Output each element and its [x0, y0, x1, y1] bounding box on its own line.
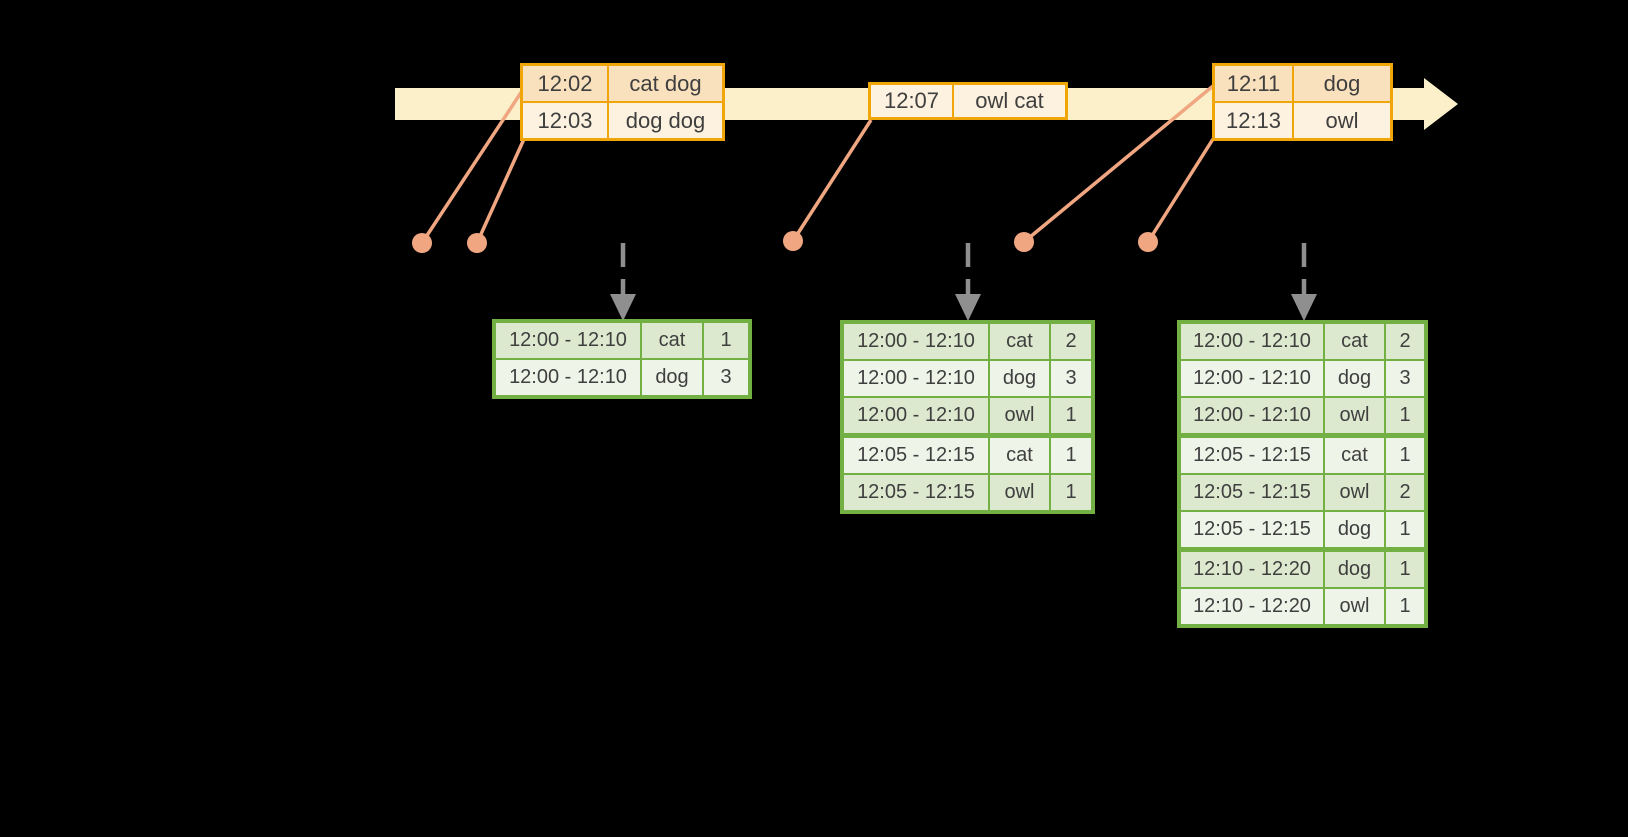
event-time-cell: 12:11	[1215, 66, 1292, 101]
count-cell: 3	[1051, 361, 1091, 396]
window-cell: 12:10 - 12:20	[1181, 552, 1323, 587]
word-cell: cat	[990, 324, 1049, 359]
window-cell: 12:00 - 12:10	[844, 398, 988, 433]
trigger-arrowhead-icon	[610, 294, 636, 321]
count-cell: 1	[1386, 398, 1424, 433]
event-time-cell: 12:07	[871, 85, 952, 117]
count-cell: 1	[1051, 398, 1091, 433]
word-cell: owl	[1325, 589, 1384, 624]
event-time-cell: 12:03	[523, 103, 607, 138]
event-words-cell: dog	[1294, 66, 1390, 101]
count-cell: 3	[1386, 361, 1424, 396]
event-words-cell: cat dog	[609, 66, 722, 101]
window-cell: 12:00 - 12:10	[844, 361, 988, 396]
window-cell: 12:00 - 12:10	[844, 324, 988, 359]
event-connector-line	[791, 119, 873, 242]
word-cell: cat	[990, 438, 1049, 473]
event-time-cell: 12:13	[1215, 103, 1292, 138]
window-cell: 12:00 - 12:10	[496, 323, 640, 358]
word-cell: dog	[642, 360, 702, 395]
window-cell: 12:10 - 12:20	[1181, 589, 1323, 624]
word-cell: dog	[1325, 361, 1384, 396]
word-cell: cat	[1325, 438, 1384, 473]
window-cell: 12:05 - 12:15	[1181, 512, 1323, 547]
count-cell: 2	[1386, 475, 1424, 510]
event-time-cell: 12:02	[523, 66, 607, 101]
timeline-arrowhead-icon	[1424, 78, 1458, 130]
event-connector-line	[420, 87, 526, 244]
trigger-arrowhead-icon	[1291, 294, 1317, 321]
word-cell: dog	[1325, 512, 1384, 547]
event-dot	[1138, 232, 1158, 252]
word-cell: owl	[990, 398, 1049, 433]
count-cell: 1	[1051, 438, 1091, 473]
count-cell: 1	[1386, 512, 1424, 547]
window-cell: 12:00 - 12:10	[1181, 398, 1323, 433]
event-connector-line	[475, 138, 526, 244]
word-cell: cat	[642, 323, 702, 358]
window-cell: 12:05 - 12:15	[844, 475, 988, 510]
window-cell: 12:00 - 12:10	[496, 360, 640, 395]
word-cell: dog	[1325, 552, 1384, 587]
event-words-cell: owl cat	[954, 85, 1065, 117]
trigger-arrowhead-icon	[955, 294, 981, 321]
window-cell: 12:00 - 12:10	[1181, 361, 1323, 396]
count-cell: 2	[1051, 324, 1091, 359]
event-dot	[783, 231, 803, 251]
event-dot	[1014, 232, 1034, 252]
count-cell: 3	[704, 360, 748, 395]
word-cell: owl	[990, 475, 1049, 510]
event-dot	[467, 233, 487, 253]
window-cell: 12:05 - 12:15	[844, 438, 988, 473]
word-cell: owl	[1325, 398, 1384, 433]
event-words-cell: dog dog	[609, 103, 722, 138]
window-cell: 12:00 - 12:10	[1181, 324, 1323, 359]
event-connector-line	[1022, 84, 1215, 244]
event-connector-line	[1146, 138, 1215, 243]
window-cell: 12:05 - 12:15	[1181, 475, 1323, 510]
count-cell: 1	[1386, 552, 1424, 587]
word-cell: dog	[990, 361, 1049, 396]
word-cell: owl	[1325, 475, 1384, 510]
event-words-cell: owl	[1294, 103, 1390, 138]
count-cell: 1	[1051, 475, 1091, 510]
word-cell: cat	[1325, 324, 1384, 359]
window-cell: 12:05 - 12:15	[1181, 438, 1323, 473]
count-cell: 1	[1386, 589, 1424, 624]
event-dot	[412, 233, 432, 253]
count-cell: 1	[704, 323, 748, 358]
count-cell: 2	[1386, 324, 1424, 359]
count-cell: 1	[1386, 438, 1424, 473]
